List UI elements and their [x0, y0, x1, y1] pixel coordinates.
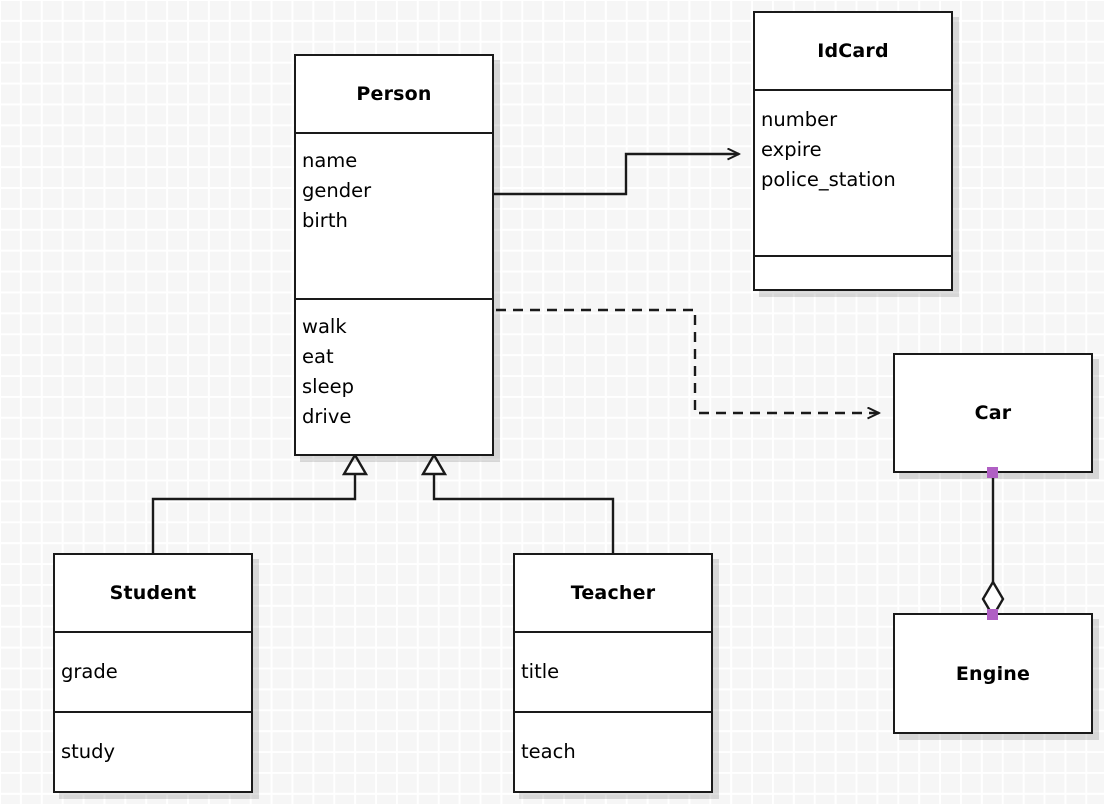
- attributes-student: grade: [55, 631, 251, 711]
- method-item: eat: [302, 345, 334, 368]
- attribute-item: birth: [302, 209, 348, 232]
- method-item: drive: [302, 405, 352, 428]
- methods-teacher: teach: [515, 711, 711, 791]
- uml-class-teacher[interactable]: Teacher title teach: [513, 553, 713, 793]
- attribute-item: police_station: [761, 168, 896, 191]
- class-title-engine: Engine: [955, 662, 1031, 685]
- connection-handle-car[interactable]: [987, 467, 998, 478]
- attributes-teacher: title: [515, 631, 711, 711]
- uml-class-engine[interactable]: Engine: [893, 613, 1093, 734]
- method-item: study: [61, 740, 116, 763]
- method-item: sleep: [302, 375, 354, 398]
- edge-person-car[interactable]: [496, 308, 879, 413]
- class-title-car: Car: [974, 402, 1012, 424]
- attribute-item: gender: [302, 179, 372, 202]
- attribute-item: expire: [761, 138, 822, 161]
- attribute-item: grade: [61, 660, 118, 683]
- uml-class-car[interactable]: Car: [893, 353, 1093, 473]
- class-title-student: Student: [109, 582, 197, 604]
- uml-class-idcard[interactable]: IdCard number expire police_station: [753, 11, 953, 291]
- connection-handle-engine[interactable]: [987, 609, 998, 620]
- class-title-person: Person: [356, 83, 432, 105]
- class-title-idcard: IdCard: [817, 40, 889, 62]
- methods-student: study: [55, 711, 251, 791]
- edge-person-idcard[interactable]: [494, 154, 739, 196]
- attribute-item: number: [761, 108, 838, 131]
- attributes-person: name gender birth: [296, 132, 492, 298]
- method-item: teach: [521, 740, 576, 763]
- class-title-teacher: Teacher: [570, 582, 656, 604]
- edge-car-engine[interactable]: [981, 473, 1005, 619]
- uml-class-person[interactable]: Person name gender birth walk eat sleep …: [294, 54, 494, 456]
- method-item: walk: [302, 315, 347, 338]
- methods-person: walk eat sleep drive: [296, 298, 492, 458]
- edge-teacher-person[interactable]: [420, 452, 615, 553]
- attribute-item: title: [521, 660, 560, 683]
- edge-student-person[interactable]: [151, 452, 369, 553]
- uml-class-student[interactable]: Student grade study: [53, 553, 253, 793]
- attributes-idcard: number expire police_station: [755, 89, 951, 255]
- attribute-item: name: [302, 149, 358, 172]
- methods-idcard: [755, 255, 951, 291]
